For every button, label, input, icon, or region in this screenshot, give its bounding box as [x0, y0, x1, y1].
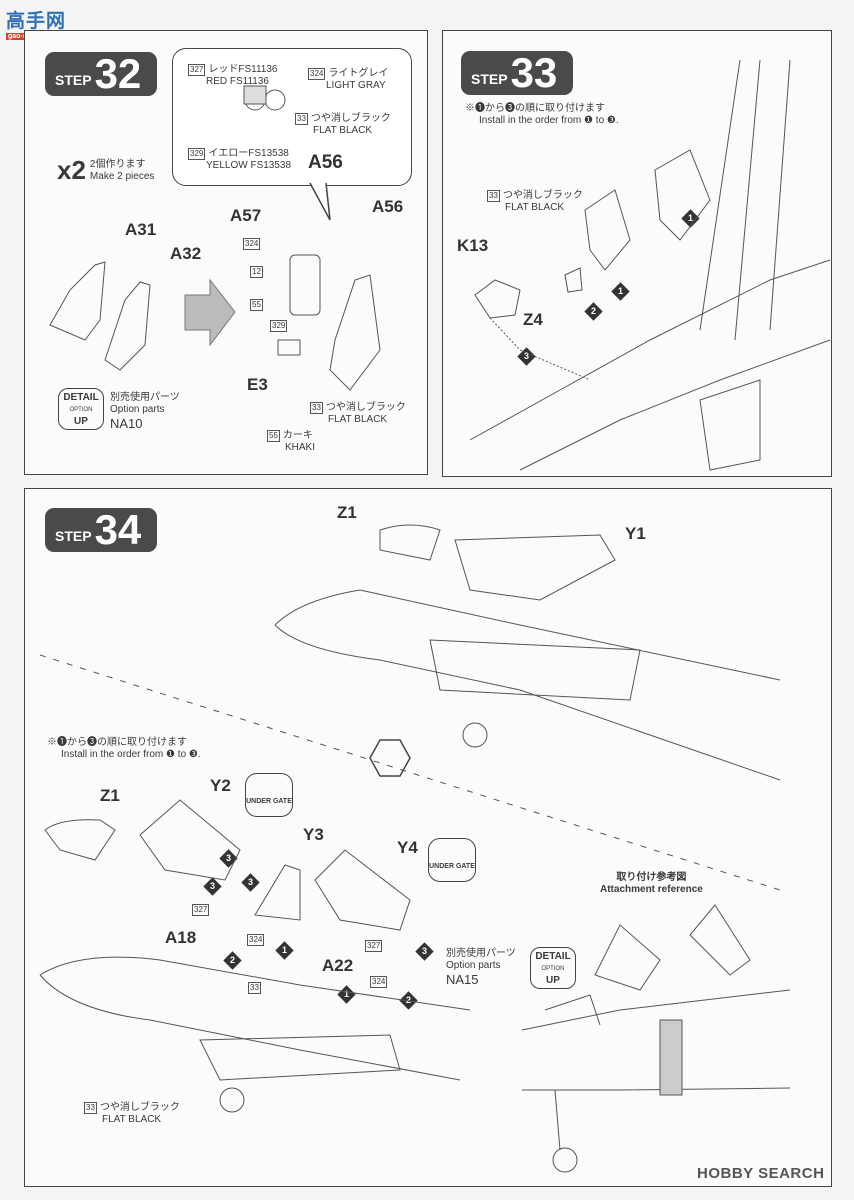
seat-assembly: [243, 85, 381, 391]
f4-fuselage-top: [274, 524, 781, 781]
f4-cockpit-step33: [469, 59, 831, 471]
part-label: A57: [230, 206, 262, 225]
callout-pointer: [309, 182, 331, 221]
part-label: A32: [170, 244, 202, 263]
part-label: Z4: [523, 310, 543, 329]
paint-callout: [172, 48, 412, 186]
part-label: A56: [308, 152, 343, 173]
paint-code: 324: [370, 976, 388, 988]
part-label: A31: [125, 220, 157, 239]
swap-icon: [369, 739, 411, 777]
part-label: Z1: [337, 503, 357, 522]
attachment-reference-drawing: [521, 904, 791, 1173]
ejection-seat-a31-a32: [49, 261, 151, 371]
paint-code: 327: [365, 940, 383, 952]
part-label: A18: [165, 928, 197, 947]
part-label: A56: [372, 197, 404, 216]
part-label: Y3: [303, 825, 324, 844]
under-gate-icon: UNDER GATE: [245, 773, 293, 817]
paint-code: 33: [248, 982, 261, 994]
f4-fuselage-bottom: [39, 799, 471, 1113]
arrow-right-icon: [184, 278, 236, 347]
part-label: Y2: [210, 776, 231, 795]
part-label: K13: [457, 236, 489, 255]
paint-code: 329: [270, 320, 288, 332]
part-label: Y4: [397, 838, 418, 857]
part-label: E3: [247, 375, 268, 394]
paint-code: 12: [250, 266, 263, 278]
paint-code: 324: [243, 238, 261, 250]
part-label: Z1: [100, 786, 120, 805]
step-33-panel: [442, 30, 832, 477]
divider-dashed: [39, 654, 781, 891]
paint-code: 324: [247, 934, 265, 946]
watermark: HOBBY SEARCH: [697, 1165, 825, 1182]
under-gate-icon: UNDER GATE: [428, 838, 476, 882]
part-label: A22: [322, 956, 354, 975]
paint-code: 327: [192, 904, 210, 916]
paint-code: 55: [250, 299, 263, 311]
part-label: Y1: [625, 524, 646, 543]
